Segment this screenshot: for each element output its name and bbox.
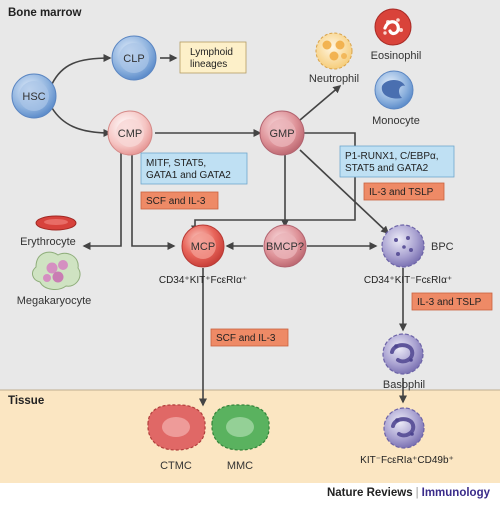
bmcp-cell: BMCP? [263,224,307,268]
scf-il3-box-lower: SCF and IL-3 [210,328,289,347]
clp-label: CLP [123,53,144,65]
gmp-label: GMP [269,128,294,140]
p1-runx1-tf-box: P1-RUNX1, C/EBPα, STAT5 and GATA2 [339,145,455,178]
monocyte-cell: Monocyte [372,70,420,127]
scf-il3-box-top: SCF and IL-3 [140,191,219,210]
cmp-label: CMP [118,128,142,140]
tissue-basophil-markers: KIT⁻FcεRIa⁺CD49b⁺ [360,455,454,466]
journal-brand: Nature Reviews|Immunology [327,487,490,499]
basophil-label: Basophil [383,379,425,391]
brand-separator: | [415,487,419,499]
il3-tslp-box-lower: IL-3 and TSLP [411,292,493,311]
mcp-cell: MCP CD34⁺KIT⁺FcεRIα⁺ [159,224,247,286]
journal-section: Immunology [421,487,490,499]
neutrophil-label: Neutrophil [309,73,359,85]
il3-tslp-upper-label: IL-3 and TSLP [369,187,434,198]
footer: Nature Reviews|Immunology [0,483,500,508]
lymphoid-lineages-box: Lymphoid lineages [179,41,247,74]
p1runx-line-1: P1-RUNX1, C/EBPα, [345,151,439,162]
clp-cell: CLP [111,35,157,81]
megakaryocyte-cell: Megakaryocyte [17,251,92,307]
hsc-label: HSC [22,91,45,103]
arrow-cmp-erythro-mega [82,150,122,250]
lineage-arrows [51,54,407,407]
tissue-basophil-cell: KIT⁻FcεRIa⁺CD49b⁺ [360,407,454,466]
bpc-markers: CD34⁺KIT⁻FcεRIα⁺ [364,275,452,286]
gmp-cell: GMP [259,110,305,156]
eosinophil-label: Eosinophil [371,50,422,62]
eosinophil-cell: Eosinophil [371,8,422,62]
megakaryocyte-label: Megakaryocyte [17,295,92,307]
cmp-cell: CMP [107,110,153,156]
arrow-cmp-mcp [131,152,176,250]
mitf-line-1: MITF, STAT5, [146,158,206,169]
mmc-label: MMC [227,460,253,472]
lymphoid-line-2: lineages [190,59,227,70]
arrow-gmp-bpc [299,149,390,235]
monocyte-label: Monocyte [372,115,420,127]
diagram-canvas: Bone marrow Tissue HSC CLP Lymphoid line… [0,0,500,483]
arrow-gmp-myeloid [299,85,342,121]
mmc-cell: MMC [211,404,270,472]
bmcp-label: BMCP? [266,241,304,253]
lymphoid-line-1: Lymphoid [190,47,233,58]
il3-tslp-box-upper: IL-3 and TSLP [363,182,445,201]
journal-name: Nature Reviews [326,487,413,499]
erythrocyte-label: Erythrocyte [20,236,76,248]
scf-il3-lower-label: SCF and IL-3 [216,333,276,344]
scf-il3-top-label: SCF and IL-3 [146,196,206,207]
bpc-label: BPC [431,241,454,253]
mitf-line-2: GATA1 and GATA2 [146,170,231,181]
ctmc-cell: CTMC [147,404,206,472]
arrow-gmp-mcp-via [191,132,356,234]
erythrocyte-cell: Erythrocyte [20,215,77,248]
bpc-cell: BPC CD34⁺KIT⁻FcεRIα⁺ [364,224,454,286]
mitf-tf-box: MITF, STAT5, GATA1 and GATA2 [140,152,248,185]
hsc-cell: HSC [11,73,57,119]
ctmc-label: CTMC [160,460,192,472]
basophil-cell: Basophil [382,333,425,391]
mcp-label: MCP [191,241,215,253]
arrow-hsc-clp [51,54,112,85]
p1runx-line-2: STAT5 and GATA2 [345,163,429,174]
arrow-hsc-cmp [51,107,112,137]
neutrophil-cell: Neutrophil [309,32,359,85]
mcp-markers: CD34⁺KIT⁺FcεRIα⁺ [159,275,247,286]
il3-tslp-lower-label: IL-3 and TSLP [417,297,482,308]
tissue-title: Tissue [8,395,44,407]
bone-marrow-title: Bone marrow [8,7,82,19]
